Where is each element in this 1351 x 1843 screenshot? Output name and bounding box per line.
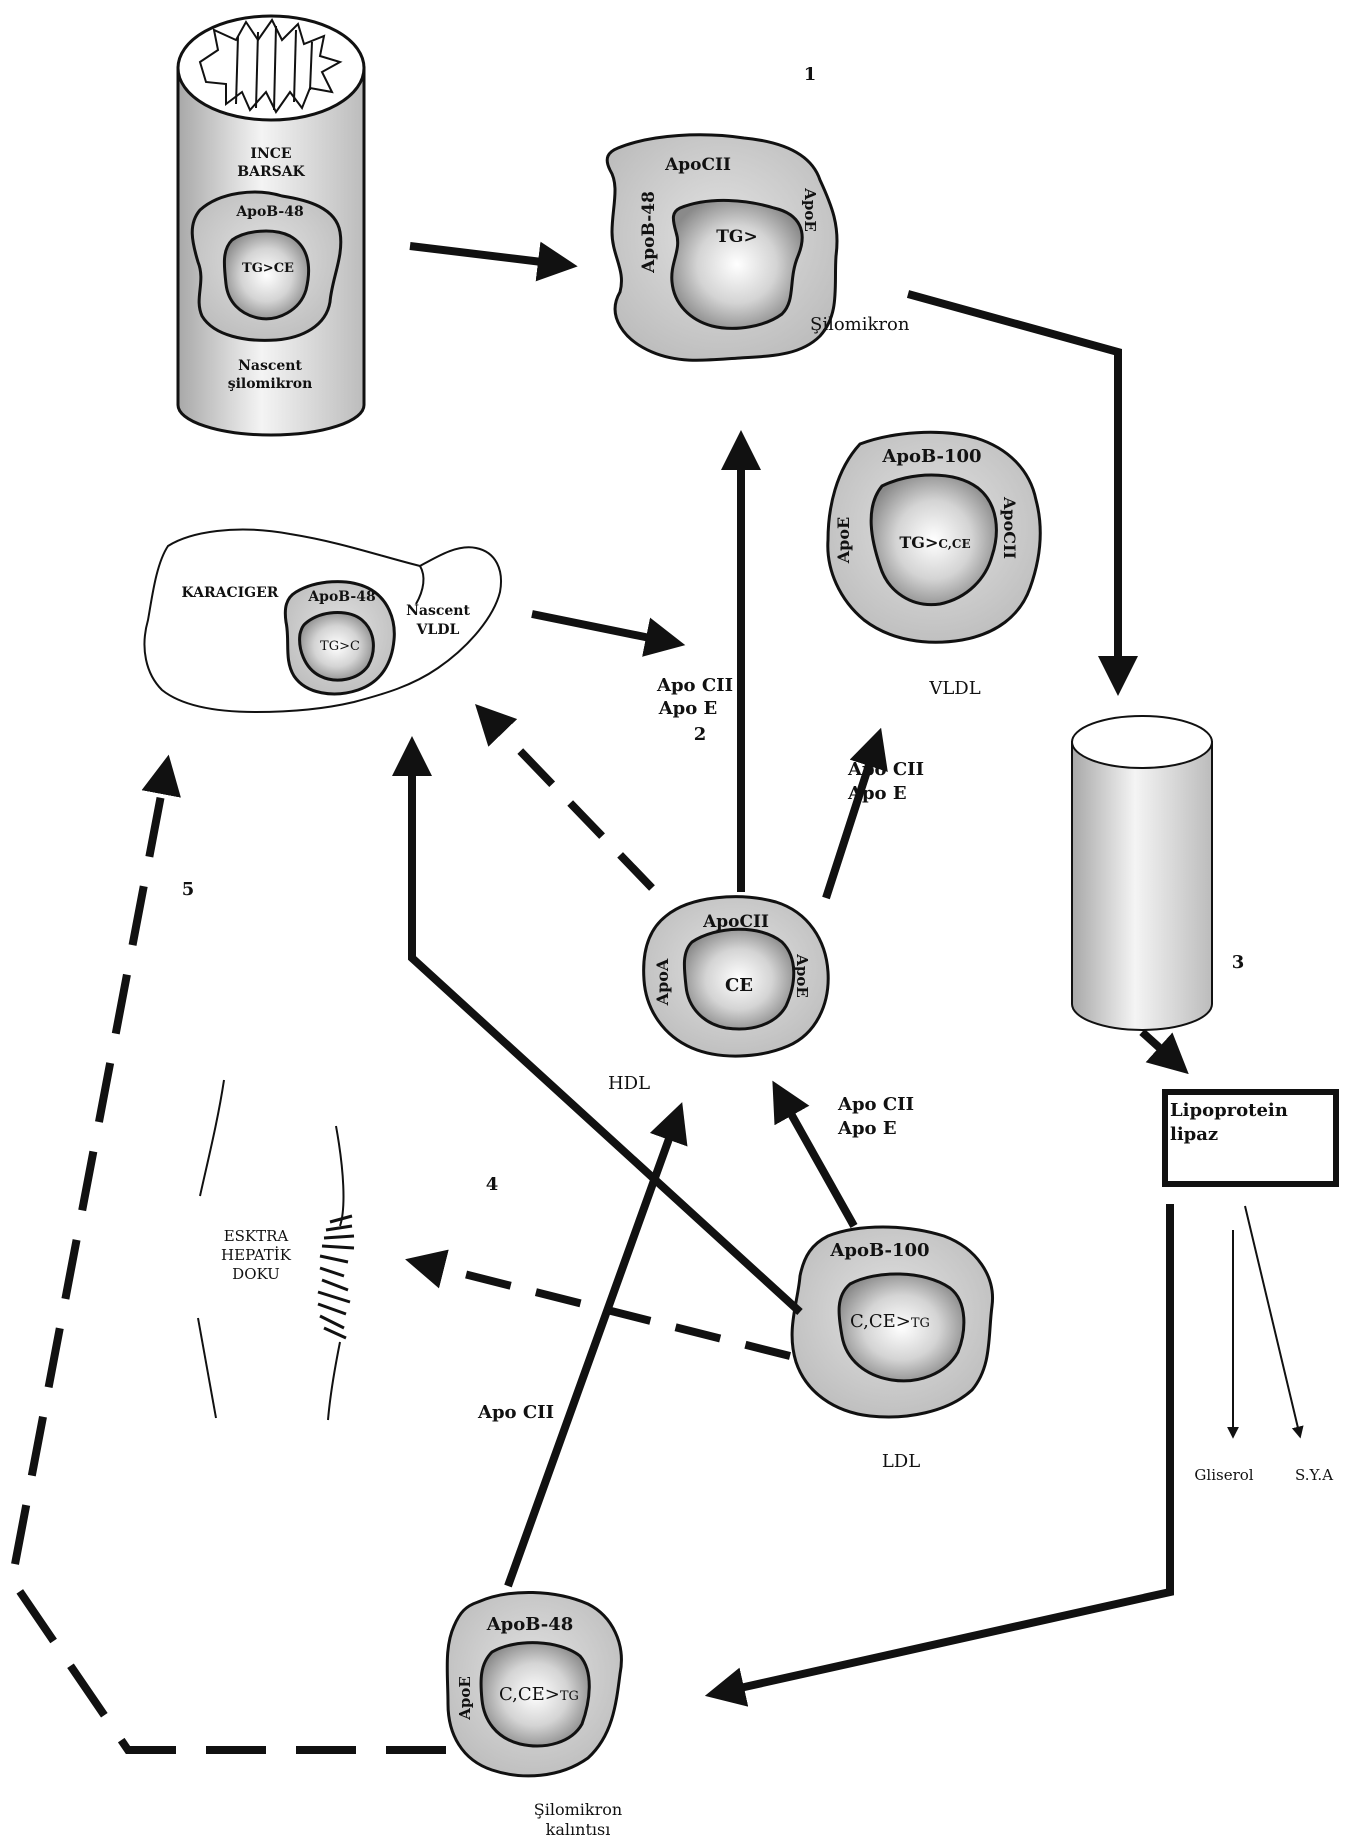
vldl-apo-top: ApoB-100 <box>881 446 981 467</box>
remnant-caption-line1: Şilomikron <box>534 1800 622 1819</box>
liver-caption-line2: VLDL <box>416 622 460 638</box>
vldl-caption: VLDL <box>928 678 980 699</box>
remnant-caption-line2: kalıntısı <box>546 1820 611 1839</box>
ldl-apo-top: ApoB-100 <box>829 1240 929 1261</box>
vldl-apo-right: ApoCII <box>1000 496 1019 559</box>
arrow-intestine-to-chylomicron <box>410 246 542 262</box>
transfer-remnant-line1: Apo CII <box>477 1402 554 1423</box>
extrahepatic-tissue-line1: ESKTRA <box>224 1227 289 1245</box>
lipase-label-line1: Lipoprotein <box>1170 1100 1288 1121</box>
chylomicron-core: TG> <box>716 227 757 247</box>
transfer-ldl-line1: Apo CII <box>837 1094 914 1115</box>
arrow-lipase-to-fatty-acids <box>1245 1206 1298 1428</box>
arrow-liver-to-transfer <box>532 614 650 638</box>
vldl-apo-left: ApoE <box>834 517 853 564</box>
arrow-capillary-to-lipase <box>1142 1032 1162 1050</box>
hdl-apo-top: ApoCII <box>702 912 769 932</box>
product-free-fatty-acids: S.Y.A <box>1295 1466 1333 1484</box>
nascent-chylomicron-caption-line1: Nascent <box>238 358 302 374</box>
vldl-core-main: TG> <box>899 533 938 552</box>
step-marker-5: 5 <box>182 879 195 900</box>
hdl-apo-left: ApoA <box>653 958 672 1006</box>
step-marker-2: 2 <box>694 724 707 745</box>
transfer-ldl-line2: Apo E <box>837 1118 897 1139</box>
nascent-chylomicron-apo: ApoB-48 <box>235 204 303 220</box>
remnant-core-main: C,CE> <box>499 1684 560 1705</box>
ldl-core-main: C,CE> <box>850 1311 911 1332</box>
transfer-vldl-line1: Apo CII <box>847 759 924 780</box>
capillary-cylinder <box>1072 716 1212 1030</box>
vldl-core-small: C,CE <box>938 537 970 551</box>
hdl-caption: HDL <box>608 1073 650 1094</box>
step-marker-1: 1 <box>804 64 817 85</box>
product-glycerol: Gliserol <box>1194 1466 1253 1484</box>
liver-caption-line1: Nascent <box>406 603 470 619</box>
step-marker-3: 3 <box>1232 952 1245 973</box>
chylomicron-apo-top: ApoCII <box>664 155 731 175</box>
arrow-remnant-to-hdl <box>508 1136 670 1586</box>
intestine-title-line1: INCE <box>250 146 291 162</box>
transfer-center-line1: Apo CII <box>656 675 733 696</box>
remnant-apo-top: ApoB-48 <box>486 1614 574 1635</box>
ldl-caption: LDL <box>882 1451 920 1472</box>
extrahepatic-tissue-line3: DOKU <box>232 1265 280 1283</box>
remnant-apo-left: ApoE <box>456 1676 474 1721</box>
chylomicron-caption: Şilomikron <box>810 314 910 335</box>
transfer-center-line2: Apo E <box>658 698 718 719</box>
remnant-core-small: TG <box>560 1689 579 1704</box>
lipase-label-line2: lipaz <box>1170 1124 1218 1145</box>
chylomicron-apo-right: ApoE <box>801 187 819 232</box>
intestine-title-line2: BARSAK <box>237 164 305 180</box>
chylomicron-apo-left: ApoB-48 <box>639 191 659 274</box>
step-marker-4: 4 <box>486 1174 499 1195</box>
hdl-apo-right: ApoE <box>793 953 811 998</box>
extrahepatic-tissue-line2: HEPATİK <box>221 1246 292 1264</box>
nascent-chylomicron-caption-line2: şilomikron <box>228 376 313 392</box>
hdl-core: CE <box>725 975 753 996</box>
ldl-core-small: TG <box>911 1316 930 1331</box>
arrow-hdl-to-liver-dashed <box>500 730 652 888</box>
arrow-remnant-to-liver-dashed <box>12 790 446 1750</box>
liver-vldl-core: TG>C <box>320 639 360 654</box>
liver-vldl-apo: ApoB-48 <box>307 589 375 605</box>
nascent-chylomicron-core: TG>CE <box>242 261 294 276</box>
liver-title: KARACIGER <box>182 585 279 601</box>
